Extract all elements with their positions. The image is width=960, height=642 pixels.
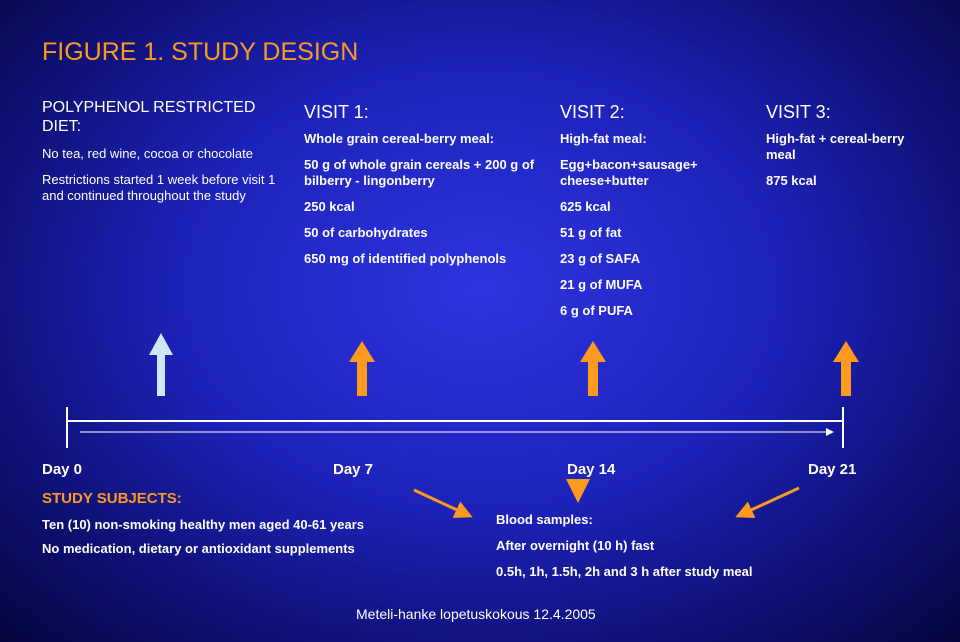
footer-text: Meteli-hanke lopetuskokous 12.4.2005	[356, 606, 596, 622]
visit1-polyphenols: 650 mg of identified polyphenols	[304, 251, 507, 266]
visit2-mufa: 21 g of MUFA	[560, 277, 643, 292]
visit2-content: Egg+bacon+sausage+ cheese+butter	[560, 157, 698, 188]
day-label-14: Day 14	[567, 461, 616, 478]
day-label-21: Day 21	[808, 461, 857, 478]
visit3-up-arrow	[833, 341, 859, 396]
diet-heading: POLYPHENOL RESTRICTED DIET:	[42, 99, 256, 135]
visit2-safa: 23 g of SAFA	[560, 251, 641, 266]
visit3-panel: VISIT 3: High-fat + cereal-berry meal 87…	[766, 101, 936, 199]
visit3-meal: High-fat + cereal-berry meal	[766, 131, 905, 162]
visit1-content: 50 g of whole grain cereals + 200 g of b…	[304, 157, 535, 188]
subjects-heading: STUDY SUBJECTS:	[42, 490, 182, 507]
visit2-up-arrow	[580, 341, 606, 396]
subjects-line1: Ten (10) non-smoking healthy men aged 40…	[42, 517, 364, 532]
diet-duration: Restrictions started 1 week before visit…	[42, 172, 276, 203]
visit2-panel: VISIT 2: High-fat meal: Egg+bacon+sausag…	[560, 101, 740, 329]
day0-up-arrow	[149, 333, 173, 396]
visit3-heading: VISIT 3:	[766, 102, 831, 122]
visit1-meal: Whole grain cereal-berry meal:	[304, 131, 495, 146]
visit1-carbs: 50 of carbohydrates	[304, 225, 428, 240]
blood-fasting: After overnight (10 h) fast	[496, 538, 655, 553]
visit2-meal: High-fat meal:	[560, 131, 647, 146]
day21-arrow	[735, 486, 800, 518]
diet-restriction: No tea, red wine, cocoa or chocolate	[42, 146, 254, 161]
day-label-7: Day 7	[333, 461, 374, 478]
page-title: FIGURE 1. STUDY DESIGN	[42, 38, 359, 66]
visit2-fat: 51 g of fat	[560, 225, 622, 240]
blood-times: 0.5h, 1h, 1.5h, 2h and 3 h after study m…	[496, 564, 753, 579]
day-label-0: Day 0	[42, 461, 83, 478]
visit2-heading: VISIT 2:	[560, 102, 625, 122]
blood-heading: Blood samples:	[496, 512, 593, 527]
visit2-pufa: 6 g of PUFA	[560, 303, 633, 318]
subjects-arrow	[413, 488, 473, 518]
diet-panel: POLYPHENOL RESTRICTED DIET: No tea, red …	[42, 98, 278, 214]
subjects-line2: No medication, dietary or antioxidant su…	[42, 541, 355, 556]
visit2-kcal: 625 kcal	[560, 199, 611, 214]
visit1-kcal: 250 kcal	[304, 199, 355, 214]
visit1-heading: VISIT 1:	[304, 102, 369, 122]
visit1-panel: VISIT 1: Whole grain cereal-berry meal: …	[304, 101, 544, 277]
visit3-kcal: 875 kcal	[766, 173, 817, 188]
visit1-up-arrow	[349, 341, 375, 396]
